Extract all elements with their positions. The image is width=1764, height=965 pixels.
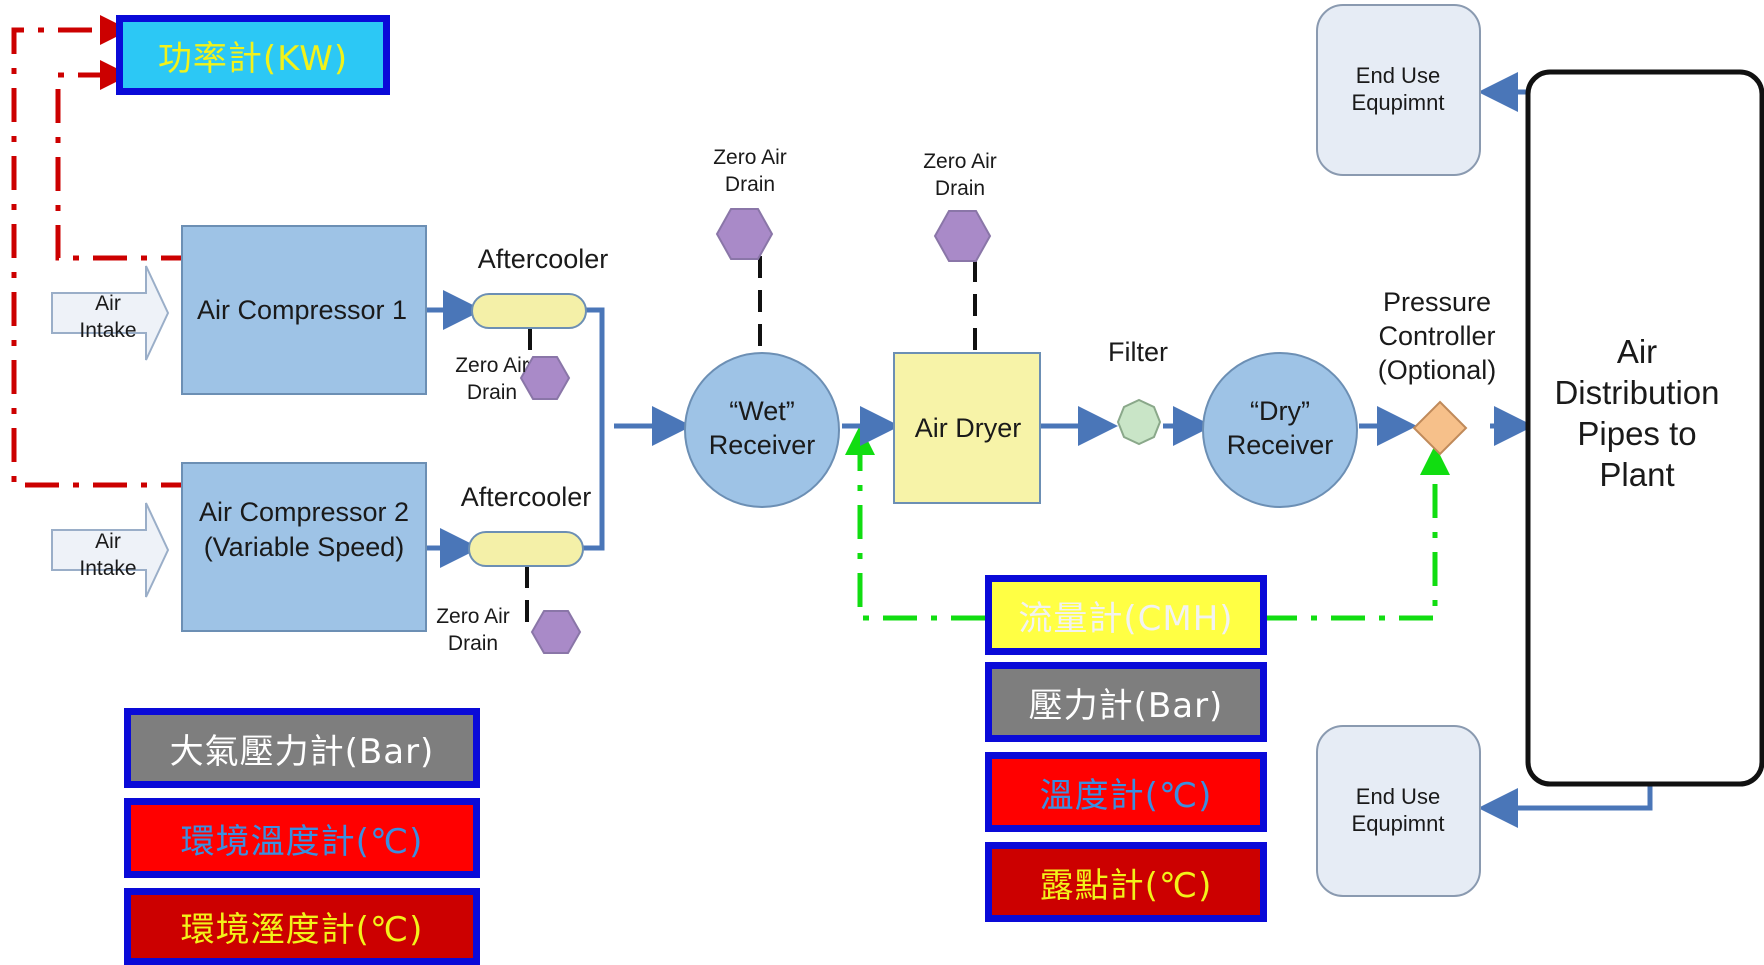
- svg-text:End Use: End Use: [1356, 784, 1440, 809]
- pressure-meter-bar: 壓力計(Bar): [985, 662, 1267, 742]
- atmospheric-pressure-meter: 大氣壓力計(Bar): [124, 708, 480, 788]
- svg-text:Controller: Controller: [1378, 321, 1495, 351]
- air-compressor-1: Air Compressor 1: [181, 225, 427, 395]
- dry-receiver: “Dry” Receiver: [1202, 352, 1358, 508]
- ambient-humidity-meter: 環境溼度計(℃): [124, 888, 480, 965]
- air-intake-label: Intake: [79, 319, 136, 342]
- filter-label: Filter: [1108, 337, 1168, 367]
- air-distribution-pipes: Air Distribution Pipes to Plant: [1525, 69, 1764, 787]
- dew-point-meter: 露點計(℃): [985, 842, 1267, 922]
- power-meter-signal-lines: [11, 15, 195, 488]
- svg-text:Pressure: Pressure: [1383, 287, 1491, 317]
- compressor-2-label: Air Compressor 2: [199, 497, 409, 527]
- svg-text:Zero Air: Zero Air: [713, 146, 787, 169]
- svg-text:Equpimnt: Equpimnt: [1352, 90, 1445, 115]
- air-compressor-2: Air Compressor 2 (Variable Speed): [181, 462, 427, 632]
- svg-text:Air: Air: [1617, 333, 1657, 370]
- air-intake-label: Intake: [79, 557, 136, 580]
- zero-air-drain-aftercooler-2: Zero Air Drain: [436, 605, 582, 655]
- ambient-temperature-meter: 環境溫度計(℃): [124, 798, 480, 878]
- pressure-controller: Pressure Controller (Optional): [1378, 287, 1497, 456]
- air-dryer: Air Dryer: [893, 352, 1041, 504]
- zero-air-drain-air-dryer: Zero Air Drain: [923, 150, 997, 262]
- svg-text:Zero Air: Zero Air: [923, 150, 997, 173]
- svg-text:Pipes to: Pipes to: [1577, 415, 1696, 452]
- svg-text:“Wet”: “Wet”: [729, 396, 795, 426]
- aftercooler-2: Aftercooler: [461, 482, 592, 567]
- svg-text:(Optional): (Optional): [1378, 355, 1497, 385]
- svg-text:Plant: Plant: [1599, 456, 1674, 493]
- aftercooler-1: Aftercooler: [471, 244, 609, 329]
- air-intake-2: Air Intake: [51, 502, 170, 598]
- svg-text:Drain: Drain: [448, 632, 498, 655]
- flow-meter-cmh: 流量計(CMH): [985, 575, 1267, 655]
- compressor-2-sublabel: (Variable Speed): [204, 532, 405, 562]
- svg-text:End Use: End Use: [1356, 63, 1440, 88]
- air-dryer-label: Air Dryer: [915, 413, 1022, 443]
- filter: Filter: [1108, 337, 1168, 446]
- svg-text:Zero Air: Zero Air: [455, 354, 529, 377]
- flow-meter-signal-lines: [845, 425, 1450, 621]
- svg-text:Distribution: Distribution: [1554, 374, 1719, 411]
- end-use-equipment-top: End Use Equpimnt: [1316, 4, 1481, 176]
- wet-receiver: “Wet” Receiver: [684, 352, 840, 508]
- aftercooler-label: Aftercooler: [478, 244, 609, 274]
- air-intake-label: Air: [95, 292, 121, 315]
- svg-text:Receiver: Receiver: [709, 430, 816, 460]
- aftercooler-label: Aftercooler: [461, 482, 592, 512]
- air-intake-label: Air: [95, 530, 121, 553]
- svg-text:“Dry”: “Dry”: [1250, 396, 1310, 426]
- svg-text:Receiver: Receiver: [1227, 430, 1334, 460]
- svg-text:Equpimnt: Equpimnt: [1352, 811, 1445, 836]
- svg-text:Drain: Drain: [935, 177, 985, 200]
- temperature-meter: 溫度計(℃): [985, 752, 1267, 832]
- zero-air-drain-aftercooler-1: Zero Air Drain: [455, 354, 571, 404]
- svg-text:Zero Air: Zero Air: [436, 605, 510, 628]
- power-meter-kw: 功率計(KW): [116, 15, 390, 95]
- compressor-1-label: Air Compressor 1: [197, 295, 407, 325]
- svg-text:Drain: Drain: [467, 381, 517, 404]
- air-intake-1: Air Intake: [51, 265, 170, 361]
- svg-text:Drain: Drain: [725, 173, 775, 196]
- end-use-equipment-bottom: End Use Equpimnt: [1316, 725, 1481, 897]
- zero-air-drain-wet-receiver: Zero Air Drain: [713, 146, 787, 260]
